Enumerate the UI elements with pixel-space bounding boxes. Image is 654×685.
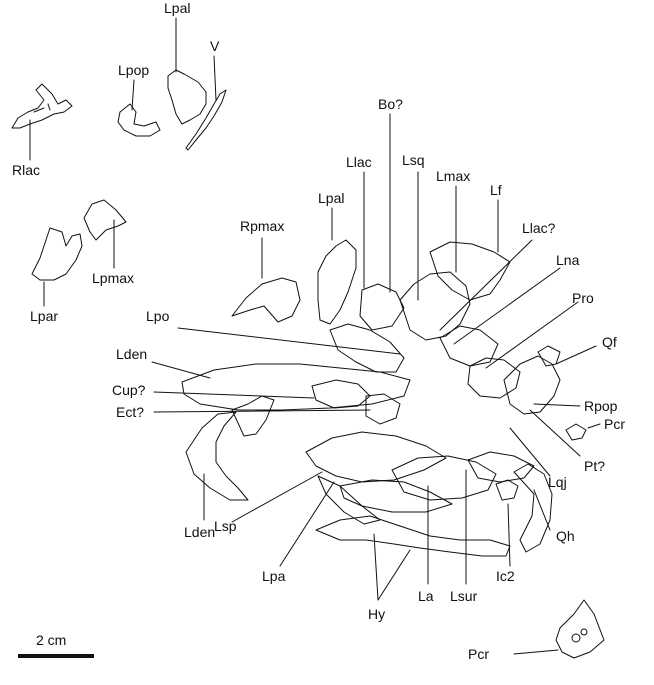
label-qf: Qf <box>602 334 617 350</box>
leader-hy-a <box>373 533 379 601</box>
label-pro: Pro <box>572 290 594 306</box>
label-rlac: Rlac <box>12 162 41 178</box>
lpar-bone <box>31 227 83 281</box>
label-lpmax: Lpmax <box>92 270 135 286</box>
label-qh: Qh <box>556 528 575 544</box>
label-lpa: Lpa <box>262 568 286 584</box>
leader-rpop <box>533 403 581 407</box>
lden-bottom-bone <box>185 411 249 501</box>
lpmax-bone <box>83 199 127 241</box>
lpo-bone <box>329 323 405 373</box>
scale-bar <box>18 654 94 658</box>
leader-pro <box>485 301 579 369</box>
label-lpal-mid: Lpal <box>318 190 345 206</box>
qf-bone <box>537 345 561 367</box>
leader-v <box>213 55 217 101</box>
label-hy: Hy <box>368 606 386 622</box>
label-lsur: Lsur <box>450 588 478 604</box>
label-lpar: Lpar <box>30 308 59 324</box>
label-ic2: Ic2 <box>496 568 515 584</box>
label-lna: Lna <box>556 252 580 268</box>
lden-bottom-bone-2 <box>231 395 275 437</box>
label-lsp: Lsp <box>214 518 237 534</box>
pcr-bottom-bone <box>555 599 605 659</box>
lpal-top-bone <box>167 69 207 125</box>
label-lden-bottom: Lden <box>184 524 216 540</box>
qh-bone <box>513 463 553 553</box>
leader-pt <box>529 409 581 457</box>
leader-cup <box>153 391 315 399</box>
rlac-bone <box>11 83 73 129</box>
hy-bone <box>315 515 511 557</box>
rpmax-bone <box>231 277 301 323</box>
label-pcr-small: Pcr <box>604 416 625 432</box>
ect-bone <box>365 393 401 425</box>
label-pt: Pt? <box>584 458 606 474</box>
leader-ic2 <box>507 503 511 567</box>
label-pcr-bottom: Pcr <box>468 646 489 662</box>
leader-lqj <box>509 427 551 477</box>
label-ect: Ect? <box>116 404 145 420</box>
la-bone <box>339 479 453 513</box>
llac-bone <box>359 283 405 331</box>
leader-lpop <box>131 79 135 111</box>
label-lpal-top: Lpal <box>164 0 191 16</box>
pcr-small-bone <box>565 423 587 441</box>
leader-hy-b <box>377 549 411 601</box>
leader-lsp <box>231 471 323 523</box>
v-bone <box>185 89 227 151</box>
leader-lpo <box>177 327 401 355</box>
pcr-bottom-foramen <box>580 628 588 636</box>
leader-qf <box>555 345 597 365</box>
label-lsq: Lsq <box>402 152 425 168</box>
lmax-bone <box>399 271 471 341</box>
leader-pcr-bottom <box>513 649 559 655</box>
leader-qh <box>533 489 551 531</box>
label-cup: Cup? <box>112 382 146 398</box>
lpop-bone <box>117 103 161 137</box>
label-v: V <box>210 38 220 54</box>
label-llac-q: Llac? <box>522 220 556 236</box>
lna-bone <box>439 325 499 367</box>
label-lmax: Lmax <box>436 168 471 184</box>
leader-lden-left <box>151 361 211 379</box>
label-rpmax: Rpmax <box>240 218 285 234</box>
scale-bar-label: 2 cm <box>36 632 67 648</box>
ic2-bone <box>495 479 519 501</box>
label-lqj: Lqj <box>548 474 567 490</box>
lpal-mid-bone <box>317 239 357 325</box>
rlac-bone-detail <box>33 103 51 113</box>
leader-lpa <box>279 481 335 567</box>
lpa-bone <box>317 475 381 525</box>
label-lpo: Lpo <box>146 308 170 324</box>
leader-llac-q <box>439 239 533 331</box>
leader-lna <box>453 267 561 345</box>
cup-bone <box>311 379 371 409</box>
lf-bone <box>429 241 511 301</box>
label-llac: Llac <box>346 154 372 170</box>
lqj-bone <box>467 451 535 483</box>
leader-ect <box>153 409 371 413</box>
label-lpop: Lpop <box>118 62 150 78</box>
label-lden-left: Lden <box>116 346 148 362</box>
lsur-bone <box>391 455 497 501</box>
label-rpop: Rpop <box>584 398 618 414</box>
lden-left-bone <box>181 363 411 411</box>
rpop-bone <box>503 355 561 415</box>
label-lf: Lf <box>490 182 502 198</box>
label-bo: Bo? <box>378 96 403 112</box>
lsp-bone <box>305 431 447 483</box>
pcr-bottom-foramen <box>571 633 581 643</box>
leader-pcr-small <box>587 423 601 429</box>
label-la: La <box>418 588 434 604</box>
pro-bone <box>467 357 521 399</box>
